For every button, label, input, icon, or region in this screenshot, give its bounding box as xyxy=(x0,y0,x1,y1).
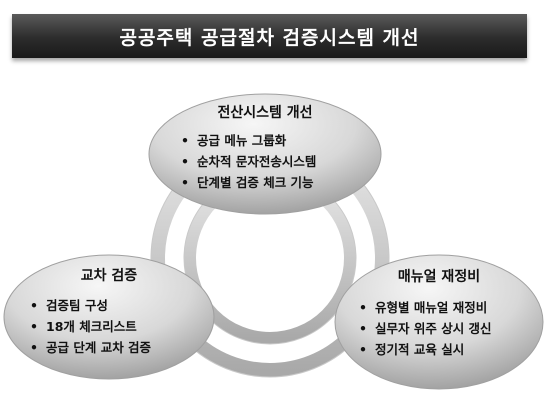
bubble-top: 전산시스템 개선 공급 메뉴 그룹화 순차적 문자전송시스템 단계별 검증 체크… xyxy=(147,92,383,216)
title-banner: 공공주택 공급절차 검증시스템 개선 xyxy=(12,14,527,58)
page-title: 공공주택 공급절차 검증시스템 개선 xyxy=(119,26,420,49)
bubble-top-label: 전산시스템 개선 xyxy=(217,105,313,121)
bubble-top-list: 공급 메뉴 그룹화 순차적 문자전송시스템 단계별 검증 체크 기능 xyxy=(181,130,316,193)
bubble-left: 교차 검증 검증팀 구성 18개 체크리스트 공급 단계 교차 검증 xyxy=(2,253,216,381)
list-item: 검증팀 구성 xyxy=(30,295,151,316)
list-item: 실무자 위주 상시 갱신 xyxy=(359,318,492,339)
list-item: 18개 체크리스트 xyxy=(30,316,151,337)
bubble-left-list: 검증팀 구성 18개 체크리스트 공급 단계 교차 검증 xyxy=(30,295,151,358)
list-item: 공급 메뉴 그룹화 xyxy=(181,130,316,151)
bubble-right-label: 매뉴얼 재정비 xyxy=(397,269,481,285)
list-item: 정기적 교육 실시 xyxy=(359,339,492,360)
bubble-right: 매뉴얼 재정비 유형별 매뉴얼 재정비 실무자 위주 상시 갱신 정기적 교육 … xyxy=(333,253,545,391)
list-item: 공급 단계 교차 검증 xyxy=(30,337,151,358)
list-item: 단계별 검증 체크 기능 xyxy=(181,172,316,193)
list-item: 순차적 문자전송시스템 xyxy=(181,151,316,172)
list-item: 유형별 매뉴얼 재정비 xyxy=(359,297,492,318)
bubble-left-label: 교차 검증 xyxy=(80,268,138,284)
bubble-right-list: 유형별 매뉴얼 재정비 실무자 위주 상시 갱신 정기적 교육 실시 xyxy=(359,297,492,360)
